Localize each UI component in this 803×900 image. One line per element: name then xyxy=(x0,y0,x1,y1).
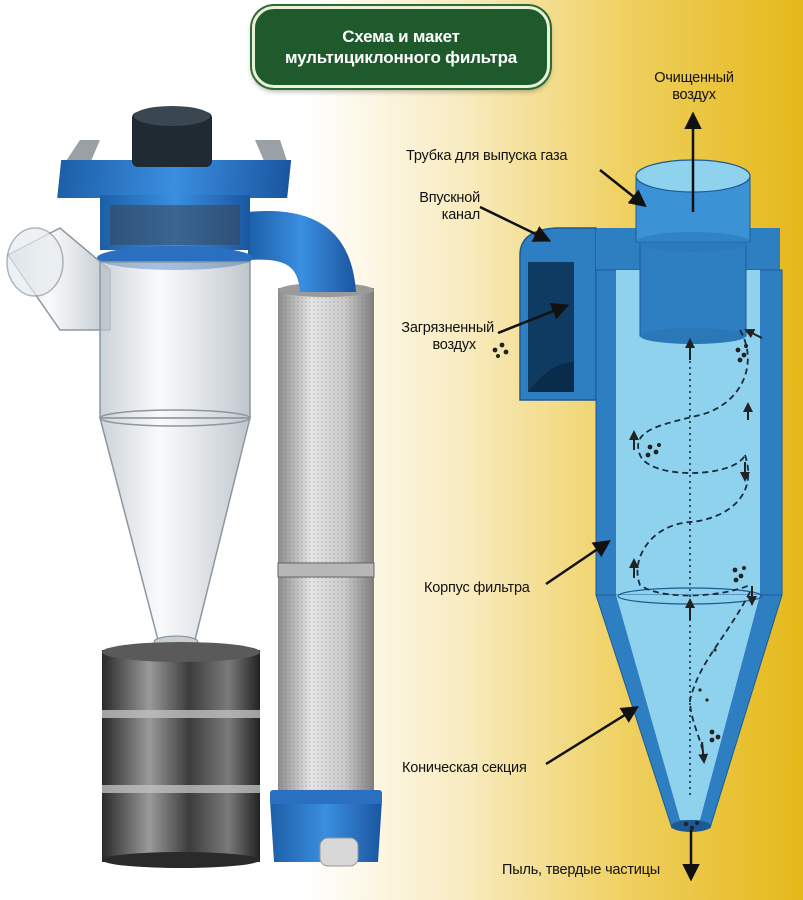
glass-cyclone xyxy=(6,227,251,649)
fan-assembly xyxy=(57,106,292,270)
vortex-flow xyxy=(636,329,751,761)
title-line-2: мультициклонного фильтра xyxy=(284,48,518,67)
label-inlet-line-1: Впускной xyxy=(419,190,480,206)
flow-arrows xyxy=(629,329,763,764)
label-dirty-air-line-1: Загрязненный xyxy=(401,320,494,336)
label-dirty-air-line-2: воздух xyxy=(432,337,476,353)
physical-model xyxy=(6,106,382,868)
dust-particles xyxy=(492,342,748,831)
diagram-title: Схема и макет мультициклонного фильтра xyxy=(252,6,550,88)
pointer-arrows xyxy=(479,111,702,882)
label-clean-air: Очищенный воздух xyxy=(638,70,750,104)
label-cone-section: Коническая секция xyxy=(402,760,527,776)
label-filter-body: Корпус фильтра xyxy=(424,580,530,596)
dust-drum xyxy=(102,642,260,868)
label-gas-outlet: Трубка для выпуска газа xyxy=(406,148,568,164)
label-clean-air-line-2: воздух xyxy=(672,87,716,103)
label-dirty-air: Загрязненный воздух xyxy=(384,320,494,354)
label-inlet-line-2: канал xyxy=(441,207,480,223)
label-inlet-channel: Впускной канал xyxy=(372,190,480,224)
filter-cartridge xyxy=(270,283,382,867)
label-dust-particles: Пыль, твердые частицы xyxy=(502,862,661,878)
cyclone-schematic xyxy=(479,111,783,882)
label-clean-air-line-1: Очищенный xyxy=(654,70,734,86)
title-line-1: Схема и макет xyxy=(342,27,460,46)
